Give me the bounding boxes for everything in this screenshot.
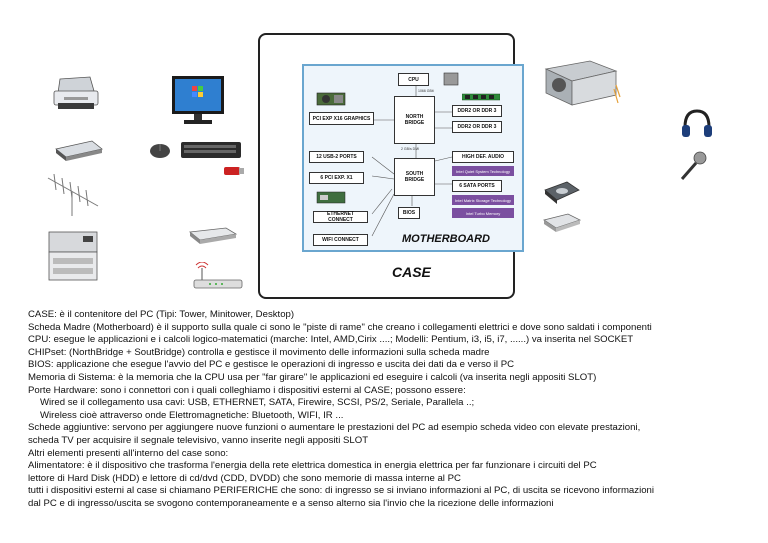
text-line-drives: lettore di Hard Disk (HDD) e lettore di … — [28, 472, 461, 484]
router-icon — [188, 227, 238, 244]
power-supply-icon — [544, 60, 621, 106]
keyboard-icon — [181, 142, 241, 158]
intel-turbo-block: Intel Turbo Memory — [452, 208, 514, 218]
intel-quiet-block: Intel Quiet System Technology — [452, 166, 514, 176]
microphone-icon — [680, 151, 707, 180]
hard-disk-icon — [544, 181, 580, 204]
optical-drive-icon — [543, 213, 582, 232]
high-def-audio-block: HIGH DEF. AUDIO — [452, 151, 514, 163]
bios-block: BIOS — [398, 207, 420, 219]
cpu-block: CPU — [398, 73, 429, 86]
scanner-icon — [55, 140, 103, 161]
usb-stick-icon — [224, 167, 244, 175]
motherboard-label: MOTHERBOARD — [402, 233, 490, 245]
antenna-icon — [47, 173, 99, 216]
graphics-card-icon — [316, 92, 346, 106]
text-line-other: Altri elementi presenti all'interno del … — [28, 447, 229, 459]
text-line-motherboard: Scheda Madre (Motherboard) è il supporto… — [28, 321, 652, 333]
description-text: CASE: è il contenitore del PC (Tipi: Tow… — [28, 309, 758, 511]
text-line-cards-2: scheda TV per acquisire il segnale telev… — [28, 434, 369, 446]
ddr-slot-a: DDR2 OR DDR 3 — [452, 105, 502, 117]
south-bridge-block: SOUTH BRIDGE — [394, 158, 435, 196]
wifi-block: WIFI CONNECT — [313, 234, 368, 246]
pci-exp-graphics-block: PCI EXP X16 GRAPHICS — [309, 112, 374, 125]
sata-ports-block: 6 SATA PORTS — [452, 180, 502, 192]
case-label: CASE — [392, 264, 431, 280]
text-line-peripherals: tutti i dispositivi esterni al case si c… — [28, 485, 654, 497]
headphones-icon — [682, 109, 712, 137]
pci-exp-x1-block: 6 PCI EXP. X1 — [309, 172, 364, 184]
text-line-wireless: Wireless cioè attraverso onde Elettromag… — [40, 409, 344, 421]
mouse-icon — [150, 144, 170, 158]
cpu-chip-icon — [443, 72, 459, 86]
text-line-cards: Schede aggiuntive: servono per aggiunger… — [28, 422, 641, 434]
usb-ports-block: 12 USB-2 PORTS — [309, 151, 364, 163]
monitor-icon — [172, 76, 224, 124]
text-line-wired: Wired se il collegamento usa cavi: USB, … — [40, 397, 475, 409]
dmi-label: 2 GB/s DMI — [401, 147, 420, 151]
text-line-ports: Porte Hardware: sono i connettori con i … — [28, 384, 466, 396]
text-line-psu: Alimentatore: è il dispositivo che trasf… — [28, 460, 597, 472]
text-line-memory: Memoria di Sistema: è la memoria che la … — [28, 371, 597, 383]
printer-icon — [53, 76, 99, 109]
ethernet-block: ETHERNET CONNECT — [313, 211, 368, 223]
ram-module-icon — [462, 93, 500, 101]
motherboard-bus-lines — [371, 86, 453, 237]
wifi-router-icon — [193, 262, 243, 289]
text-line-peripherals-2: dal PC e di ingresso/uscita se svogono c… — [28, 497, 554, 509]
north-bridge-block: NORTH BRIDGE — [394, 96, 435, 144]
expansion-card-icon — [316, 191, 346, 204]
fsb-label: 1066 GBit — [418, 89, 434, 93]
text-line-chipset: CHIPset: (NorthBridge + SoutBridge) cont… — [28, 346, 490, 358]
text-line-case: CASE: è il contenitore del PC (Tipi: Tow… — [28, 309, 295, 320]
text-line-cpu: CPU: esegue le applicazioni e i calcoli … — [28, 334, 634, 346]
laser-printer-icon — [48, 231, 98, 281]
intel-matrix-block: Intel Matrix Storage Technology — [452, 195, 514, 205]
text-line-bios: BIOS: applicazione che esegue l'avvio de… — [28, 359, 515, 371]
ddr-slot-b: DDR2 OR DDR 3 — [452, 121, 502, 133]
